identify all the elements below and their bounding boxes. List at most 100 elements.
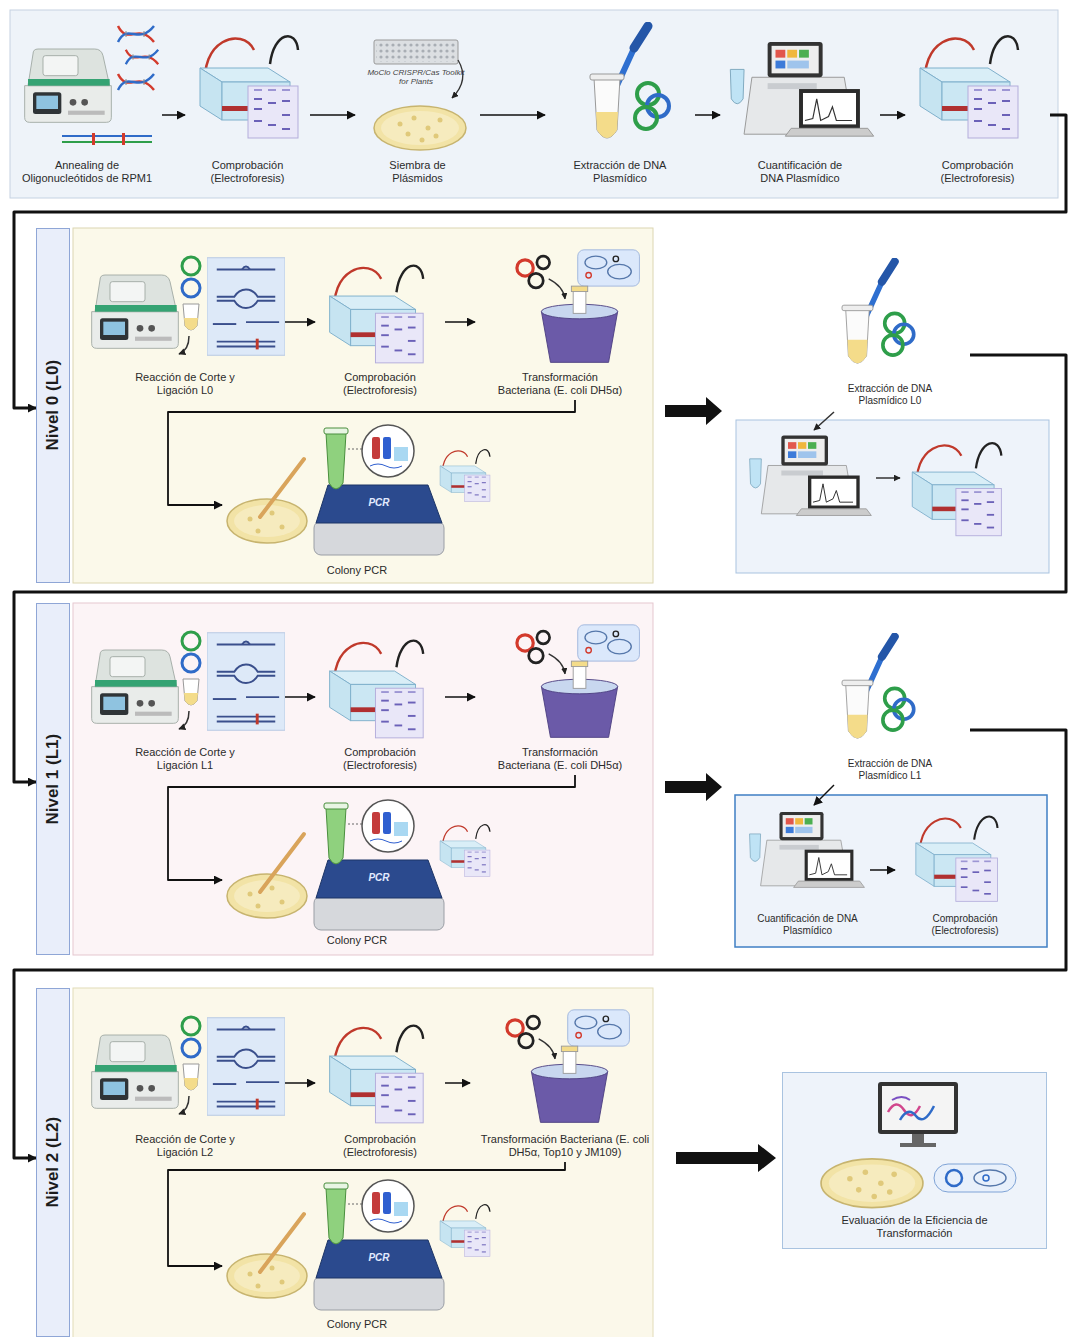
step-caption: Annealing de Oligonucleótidos de RPM1	[15, 159, 160, 185]
plasmid-extraction-icon	[842, 637, 914, 739]
result-panel-fill	[782, 1072, 1047, 1249]
well-plate-wells	[376, 42, 456, 62]
petri-dish-icon	[821, 1159, 923, 1208]
flow-arrow	[445, 1082, 470, 1084]
process-step: Transformación Bacteriana (E. coli DH5α,…	[470, 1000, 660, 1162]
step-caption: Extracción de DNA Plasmídico	[570, 159, 670, 185]
step-caption: Transformación Bacteriana (E. coli DH5α)	[496, 746, 624, 772]
step-caption: Colony PCR	[327, 1318, 388, 1331]
process-step: Extracción de DNA Plasmídico L0	[810, 255, 970, 410]
electrophoresis-icon	[330, 641, 424, 738]
flow-arrow	[168, 400, 575, 505]
device-label: PCR	[354, 872, 404, 884]
level-label-box: Nivel 2 (L2)	[36, 988, 70, 1337]
step-caption: Comprobación (Electroforesis)	[325, 746, 435, 772]
flow-arrow	[14, 115, 1066, 408]
leader-arrow	[814, 412, 834, 430]
process-step: Cuantificación de DNA Plasmídico	[745, 805, 870, 940]
process-step: Colony PCR	[222, 1176, 492, 1334]
thermocycler-icon	[25, 49, 112, 122]
step-caption: Reacción de Corte y Ligación L0	[125, 371, 245, 397]
plasmid-inset	[934, 1164, 1016, 1192]
petri-dish-icon	[374, 106, 466, 150]
process-step: Comprobación (Electroforesis)	[315, 1000, 445, 1162]
colony-pcr-icon	[227, 425, 490, 555]
flow-arrow	[480, 114, 545, 116]
step-caption: Colony PCR	[327, 564, 388, 577]
process-step: Annealing de Oligonucleótidos de RPM1	[12, 18, 162, 188]
plasmid-extraction-icon	[842, 262, 914, 364]
level-label-box: Nivel 0 (L0)	[36, 228, 70, 583]
plasmid-extraction-icon	[590, 26, 669, 138]
flow-arrow	[14, 730, 1066, 1158]
electrophoresis-icon	[912, 443, 1001, 536]
step-caption: Comprobación (Electroforesis)	[193, 159, 303, 185]
process-step: Cuantificación de DNA Plasmídico	[720, 18, 880, 188]
process-step: Comprobación (Electroforesis)	[315, 615, 445, 775]
step-caption: Cuantificación de DNA Plasmídico	[745, 159, 855, 185]
device-label: PCR	[354, 1252, 404, 1264]
step-caption: Siembra de Plásmidos	[378, 159, 458, 185]
result-box: Evaluación de la Eficiencia de Transform…	[782, 1072, 1047, 1249]
flow-arrow	[285, 1082, 315, 1084]
level-panel	[73, 228, 653, 583]
flow-arrow	[168, 1162, 565, 1266]
step-caption: Comprobación (Electroforesis)	[325, 371, 435, 397]
leader-arrow	[452, 60, 463, 98]
reaction-icon	[92, 257, 285, 355]
transformation-icon	[517, 250, 640, 363]
dna-icon	[126, 50, 158, 64]
reaction-icon	[92, 1017, 285, 1115]
thick-arrow	[665, 773, 722, 801]
process-step: Colony PCR	[222, 420, 492, 580]
process-step: Transformación Bacteriana (E. coli DH5α)	[475, 615, 645, 775]
step-caption: Evaluación de la Eficiencia de Transform…	[840, 1214, 990, 1240]
level-title: Nivel 0 (L0)	[43, 360, 63, 451]
step-caption: Reacción de Corte y Ligación L2	[125, 1133, 245, 1159]
step-caption: Cuantificación de DNA Plasmídico	[753, 913, 863, 937]
flow-arrow	[814, 785, 834, 805]
device-label: PCR	[354, 497, 404, 509]
process-step: Comprobación (Electroforesis)	[185, 18, 310, 188]
flow-arrow	[880, 114, 905, 116]
flow-arrow	[695, 114, 720, 116]
electrophoresis-icon	[200, 36, 298, 138]
step-caption: Colony PCR	[327, 934, 388, 947]
process-step: Transformación Bacteriana (E. coli DH5α)	[475, 240, 645, 400]
flow-arrow	[445, 321, 475, 323]
process-step: Reacción de Corte y Ligación L1	[85, 615, 285, 775]
dna-icon	[118, 26, 154, 42]
electrophoresis-icon	[920, 36, 1018, 138]
process-step: Extracción de DNA Plasmídico	[545, 18, 695, 188]
flow-arrow	[445, 696, 475, 698]
step-caption: Reacción de Corte y Ligación L1	[125, 746, 245, 772]
flow-arrow	[285, 321, 315, 323]
process-step: Reacción de Corte y Ligación L2	[85, 1000, 285, 1162]
step-caption: Comprobación (Electroforesis)	[923, 159, 1033, 185]
level-title: Nivel 2 (L2)	[43, 1117, 63, 1208]
flow-arrow	[168, 775, 575, 880]
monitor-icon	[878, 1082, 958, 1147]
flow-arrow	[162, 114, 185, 116]
colony-pcr-icon	[227, 1180, 490, 1310]
process-step: Comprobación (Electroforesis)	[315, 240, 445, 400]
electrophoresis-icon	[330, 1026, 424, 1123]
process-step: Comprobación (Electroforesis)	[905, 18, 1050, 188]
step-caption: Comprobación (Electroforesis)	[325, 1133, 435, 1159]
level-panel	[73, 603, 653, 955]
electrophoresis-icon	[916, 816, 998, 901]
dna-icon	[118, 74, 154, 90]
process-step: Colony PCR	[222, 795, 492, 950]
leader-arrow	[876, 477, 900, 479]
quantification-icon	[750, 812, 865, 888]
check-panel	[735, 795, 1047, 947]
step-caption: Comprobación (Electroforesis)	[910, 913, 1020, 937]
colony-pcr-icon	[227, 800, 490, 930]
process-step: Reacción de Corte y Ligación L0	[85, 240, 285, 400]
thick-arrow	[665, 397, 722, 425]
oligo-strands	[62, 133, 152, 145]
quantification-icon	[750, 436, 872, 516]
check-panel	[736, 420, 1049, 573]
step-caption: Transformación Bacteriana (E. coli DH5α)	[496, 371, 624, 397]
flow-arrow	[310, 114, 355, 116]
